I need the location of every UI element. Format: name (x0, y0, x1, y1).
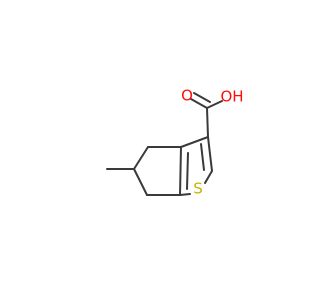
bond-c3a-c6a (179, 146, 182, 196)
bond-c3-ccooh (206, 107, 209, 138)
bond-c2-s (204, 170, 213, 184)
bond-c3a-c6a-double (186, 152, 189, 190)
atom-sulfur: S (193, 180, 203, 198)
structure-canvas: O OH S (106, 86, 244, 198)
atom-oxygen-carbonyl: O (181, 87, 193, 105)
bond-s-c6a (179, 193, 191, 196)
molecule-diagram: O OH S (106, 87, 244, 198)
bond-ccooh-o (190, 98, 208, 109)
bond-c4-c5 (133, 146, 149, 170)
bond-c3-c2-double (200, 143, 205, 171)
bond-c3a-c3 (180, 136, 209, 148)
bond-c5-c6 (133, 168, 148, 196)
bond-c3-c2 (207, 136, 213, 172)
bond-lines (106, 92, 223, 196)
bond-ccooh-oh (206, 100, 223, 109)
atom-oxygen-hydroxyl: OH (220, 88, 243, 106)
bond-ccooh-o-double (193, 92, 211, 103)
